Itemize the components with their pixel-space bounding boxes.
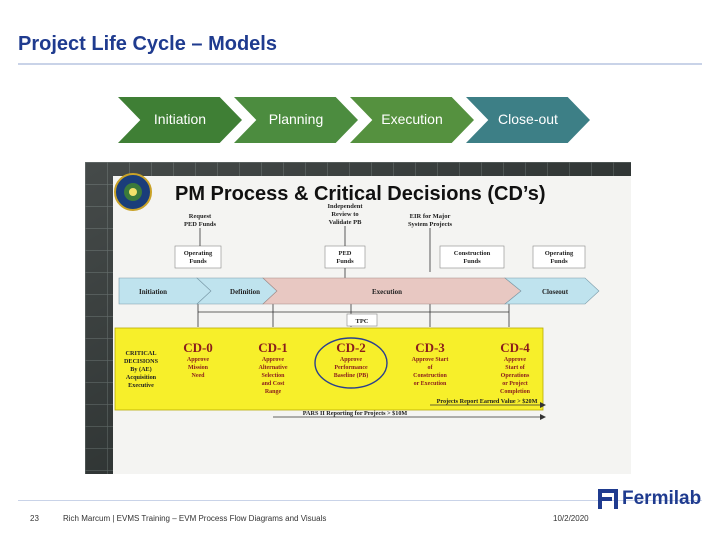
fund-boxes: Operating Funds PED Funds Construction F… (174, 245, 586, 269)
cd-1-desc-1: Approve (262, 357, 285, 363)
cd-1-desc-3: Selection (262, 373, 286, 379)
process-initiation: Initiation (139, 288, 167, 296)
construction-funds-2: Funds (463, 258, 481, 265)
cd-3-label: CD-3 (415, 340, 445, 355)
cd-2-desc-2: Performance (334, 365, 368, 371)
process-execution: Execution (372, 288, 402, 296)
diagram-title: PM Process & Critical Decisions (CD’s) (175, 183, 546, 205)
footer-divider (18, 500, 702, 501)
fermilab-logo: Fermilab (598, 488, 701, 510)
eir-label-2: System Projects (408, 221, 453, 228)
phase-chevrons: Initiation Planning Execution Close-out (118, 97, 590, 143)
phase-label: Planning (268, 111, 324, 127)
earned-value-report: Projects Report Earned Value > $20M (437, 398, 538, 405)
phase-label: Initiation (153, 111, 207, 127)
cd-4-desc-2: Start of (505, 365, 525, 371)
title-divider (18, 63, 702, 65)
report-bars: Projects Report Earned Value > $20M PARS… (273, 398, 546, 420)
eir-label-1: EIR for Major (410, 213, 451, 220)
page-number: 23 (30, 514, 39, 523)
cd-1-desc-4: and Cost (262, 381, 285, 387)
pm-process-diagram: PM Process & Critical Decisions (CD’s) R… (85, 162, 631, 474)
process-definition: Definition (230, 288, 260, 296)
construction-funds-1: Construction (454, 250, 491, 257)
process-closeout: Closeout (542, 288, 569, 296)
footer-date: 10/2/2020 (553, 514, 589, 523)
cd-4-desc-1: Approve (504, 357, 527, 363)
operating-funds-left-2: Funds (189, 258, 207, 265)
phase-label: Close-out (498, 111, 558, 127)
phase-execution: Execution (350, 97, 474, 143)
phase-label: Execution (381, 111, 443, 127)
phase-initiation: Initiation (118, 97, 242, 143)
cd-0-desc-2: Mission (188, 365, 209, 371)
cd-0-label: CD-0 (183, 340, 213, 355)
fermilab-logo-text: Fermilab (622, 488, 702, 509)
cd-4-desc-5: Completion (500, 389, 531, 395)
doe-seal (114, 173, 152, 211)
cd-0-desc-3: Need (192, 373, 206, 379)
tpc-label: TPC (356, 318, 369, 325)
request-ped-label-2: PED Funds (184, 221, 216, 228)
phase-closeout: Close-out (466, 97, 590, 143)
cd-1-label: CD-1 (258, 340, 288, 355)
cd-3-desc-4: or Execution (414, 381, 447, 387)
fermilab-logo-icon (598, 489, 618, 509)
critical-label-1: CRITICAL (126, 350, 157, 357)
cd-4-label: CD-4 (500, 340, 530, 355)
cd-2-desc-1: Approve (340, 357, 363, 363)
request-ped-label-1: Request (189, 213, 212, 220)
cd-2-label: CD-2 (336, 340, 366, 355)
cd-1-desc-5: Range (265, 389, 282, 395)
ped-funds-2: Funds (336, 258, 354, 265)
cd-1-desc-2: Alternative (259, 365, 288, 371)
critical-label-4: Acquisition (126, 374, 157, 381)
cd-2-highlight (314, 337, 388, 389)
review-label-2: Review to (331, 211, 358, 218)
slide-title: Project Life Cycle – Models (18, 33, 277, 55)
cd-panel (114, 327, 544, 411)
ped-funds-1: PED (339, 250, 352, 257)
cd-3-desc-2: of (428, 365, 434, 371)
review-label-1: Independent (327, 203, 363, 210)
phase-planning: Planning (234, 97, 358, 143)
operating-funds-right-2: Funds (550, 258, 568, 265)
review-label-3: Validate PB (329, 219, 362, 226)
cd-3-desc-1: Approve Start (412, 357, 449, 363)
process-bar (118, 277, 600, 305)
connector-lines (197, 226, 510, 327)
cd-2-desc-3: Baseline (PB) (334, 372, 369, 379)
cd-0-desc-1: Approve (187, 357, 210, 363)
critical-label-3: By (AE) (130, 366, 151, 373)
footer-text: Rich Marcum | EVMS Training – EVM Proces… (63, 514, 327, 523)
cd-4-desc-3: Operations (501, 373, 530, 379)
critical-label-2: DECISIONS (124, 358, 159, 365)
operating-funds-left-1: Operating (184, 250, 213, 257)
operating-funds-right-1: Operating (545, 250, 574, 257)
pars-report: PARS II Reporting for Projects > $10M (303, 410, 408, 417)
cd-4-desc-4: or Project (502, 381, 528, 387)
critical-label-5: Executive (128, 382, 154, 389)
cd-3-desc-3: Construction (413, 373, 447, 379)
